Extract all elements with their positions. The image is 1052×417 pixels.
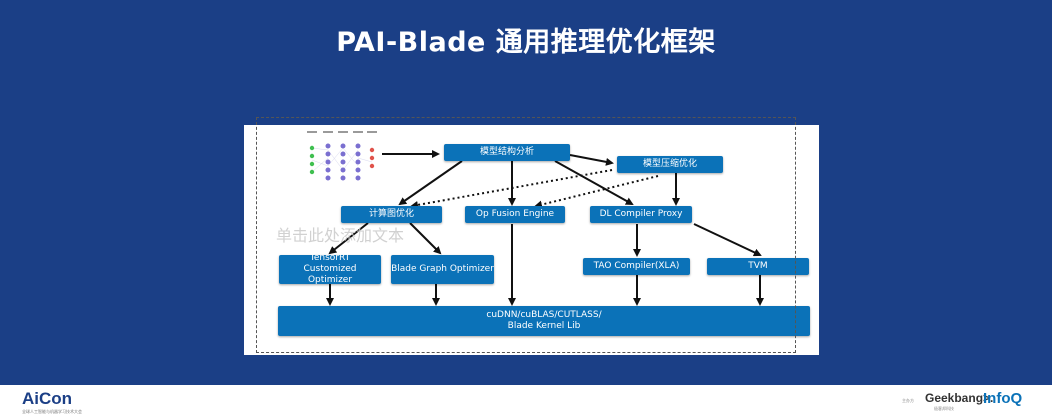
node-model-analysis: 模型结构分析 (444, 144, 570, 161)
geekbang-subtitle: 极客邦科技 (934, 406, 954, 411)
node-tao-compiler: TAO Compiler(XLA) (583, 258, 690, 275)
node-graph-optimization: 计算图优化 (341, 206, 442, 223)
kernel-library-line2: Blade Kernel Lib (507, 321, 581, 331)
aicon-logo: AiCon (22, 389, 73, 408)
page-title: PAI-Blade 通用推理优化框架 (336, 27, 716, 58)
aicon-subtitle: 全球人工智能与机器学习技术大会 (22, 409, 82, 414)
node-model-compress: 模型压缩优化 (617, 156, 723, 173)
node-tvm: TVM (707, 258, 809, 275)
node-kernel-library: cuDNN/cuBLAS/CUTLASS/ Blade Kernel Lib (278, 306, 810, 336)
placeholder-watermark: 单击此处添加文本 (276, 226, 405, 245)
node-tensorrt-optimizer: TensorRT Customized Optimizer (279, 253, 381, 285)
node-op-fusion-engine: Op Fusion Engine (465, 206, 565, 223)
infoq-logo: InfoQ (983, 390, 1023, 407)
kernel-library-line1: cuDNN/cuBLAS/CUTLASS/ (486, 310, 602, 320)
geekbang-logo: Geekbang>. (925, 391, 994, 405)
node-dl-compiler-proxy: DL Compiler Proxy (590, 206, 692, 223)
node-blade-graph-optimizer: Blade Graph Optimizer (391, 255, 494, 284)
sponsor-label: 主办方 (902, 398, 914, 403)
footer-bar (0, 385, 1052, 417)
